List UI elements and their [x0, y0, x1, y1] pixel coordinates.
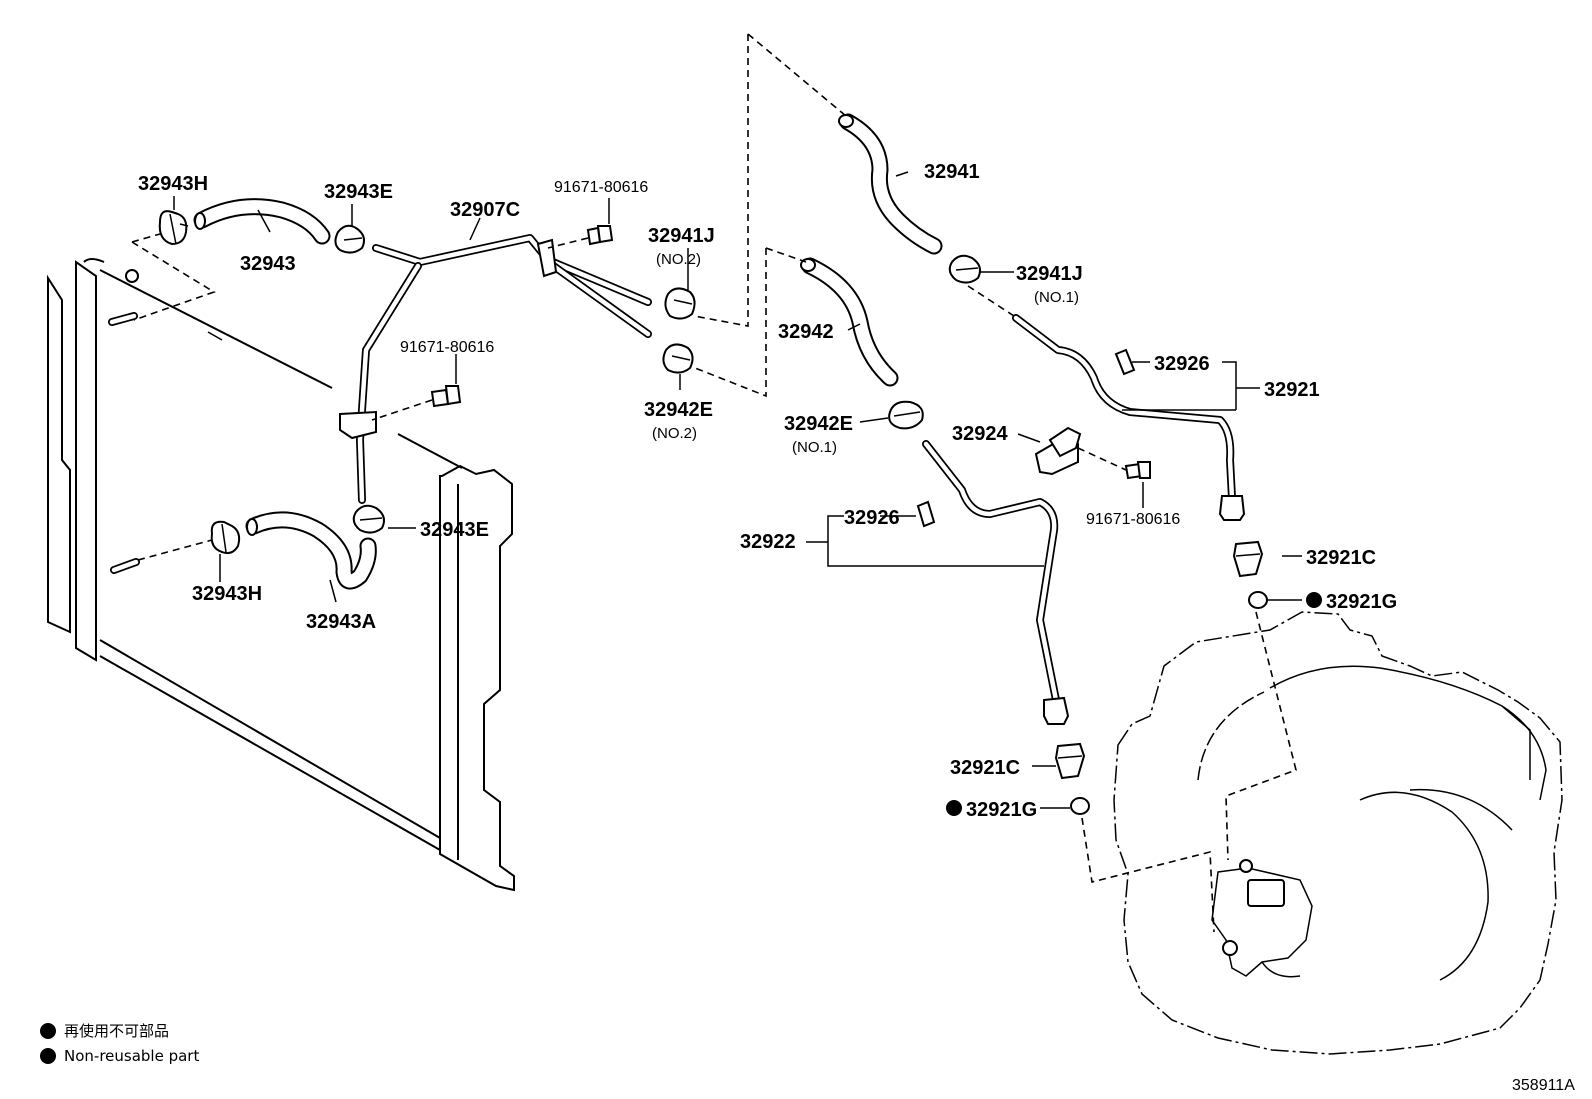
sleeve-32926-low: [916, 500, 936, 528]
hose-32942: [800, 257, 899, 387]
clamp-32943E-top: [334, 224, 365, 254]
label-32921G-low: 32921G: [966, 799, 1037, 821]
sleeve-32926-top: [1114, 348, 1136, 376]
bolt-91671-80616-mid: [430, 385, 462, 408]
label-32943H-top: 32943H: [138, 173, 208, 195]
part-labels: 32943H 32943 32943E 32907C 91671-80616 3…: [138, 161, 1397, 821]
pipe-32907C: [339, 234, 652, 504]
clamp-32942E-no2: [662, 343, 694, 374]
label-32921C-right: 32921C: [1306, 547, 1376, 569]
label-32921G-right: 32921G: [1326, 591, 1397, 613]
label-no1-32941J: (NO.1): [1034, 289, 1079, 306]
label-32943E-top: 32943E: [324, 181, 393, 203]
label-32926-low: 32926: [844, 507, 900, 529]
hose-32943A: [245, 511, 377, 590]
clamp-32942E-no1: [888, 400, 924, 430]
hose-32943: [193, 198, 331, 245]
clamp-32943H-low: [210, 520, 241, 555]
label-32942: 32942: [778, 321, 834, 343]
label-32924: 32924: [952, 423, 1008, 445]
non-reusable-marker-right: [1306, 592, 1322, 608]
label-32942E-no1: 32942E: [784, 413, 853, 435]
label-32942E-no2: 32942E: [644, 399, 713, 421]
diagram-code: 358911A: [1512, 1077, 1575, 1094]
label-32941J-no1: 32941J: [1016, 263, 1083, 285]
label-no1-32942E: (NO.1): [792, 439, 837, 456]
label-32922: 32922: [740, 531, 796, 553]
union-32921C-right: [1232, 540, 1264, 578]
label-91671-80616-mid: 91671-80616: [400, 339, 494, 356]
legend-text-en: Non-reusable part: [64, 1047, 199, 1065]
legend-text-jp: 再使用不可部品: [64, 1022, 169, 1040]
union-32921C-low: [1054, 742, 1086, 780]
transmission-case: [1113, 611, 1563, 1055]
bolt-91671-80616-top: [586, 225, 614, 246]
bolt-91671-80616-right: [1124, 461, 1151, 480]
clip-32924: [1034, 426, 1082, 476]
gasket-32921G-right: [1248, 591, 1268, 609]
label-32943H-low: 32943H: [192, 583, 262, 605]
label-32943-top: 32943: [240, 253, 296, 275]
gasket-32921G-low: [1070, 797, 1090, 815]
label-32926-top: 32926: [1154, 353, 1210, 375]
label-no2-32942E: (NO.2): [652, 425, 697, 442]
label-32907C: 32907C: [450, 199, 520, 221]
clamp-32943H-top: [158, 210, 189, 246]
leader-lines: [173, 171, 1302, 809]
label-91671-80616-top: 91671-80616: [554, 179, 648, 196]
label-32943A: 32943A: [306, 611, 376, 633]
clamp-32941J-no1: [948, 254, 981, 284]
assembly-dash-lines: [131, 33, 1297, 933]
label-no2-32941J: (NO.2): [656, 251, 701, 268]
legend-bullet-2: [40, 1048, 56, 1064]
legend-bullet-1: [40, 1023, 56, 1039]
non-reusable-marker-low: [946, 800, 962, 816]
label-32943E-low: 32943E: [420, 519, 489, 541]
pipe-32921: [1012, 314, 1246, 521]
label-32921C-low: 32921C: [950, 757, 1020, 779]
label-32941: 32941: [924, 161, 980, 183]
legend: 再使用不可部品 Non-reusable part: [40, 1022, 199, 1065]
label-32941J-no2: 32941J: [648, 225, 715, 247]
hose-32941: [838, 113, 943, 255]
label-32921: 32921: [1264, 379, 1320, 401]
pipe-32922: [922, 440, 1070, 725]
radiator-assembly: [47, 258, 515, 892]
clamp-32941J-no2: [664, 287, 696, 320]
clamp-32943E-low: [352, 504, 385, 534]
label-91671-80616-right: 91671-80616: [1086, 511, 1180, 528]
